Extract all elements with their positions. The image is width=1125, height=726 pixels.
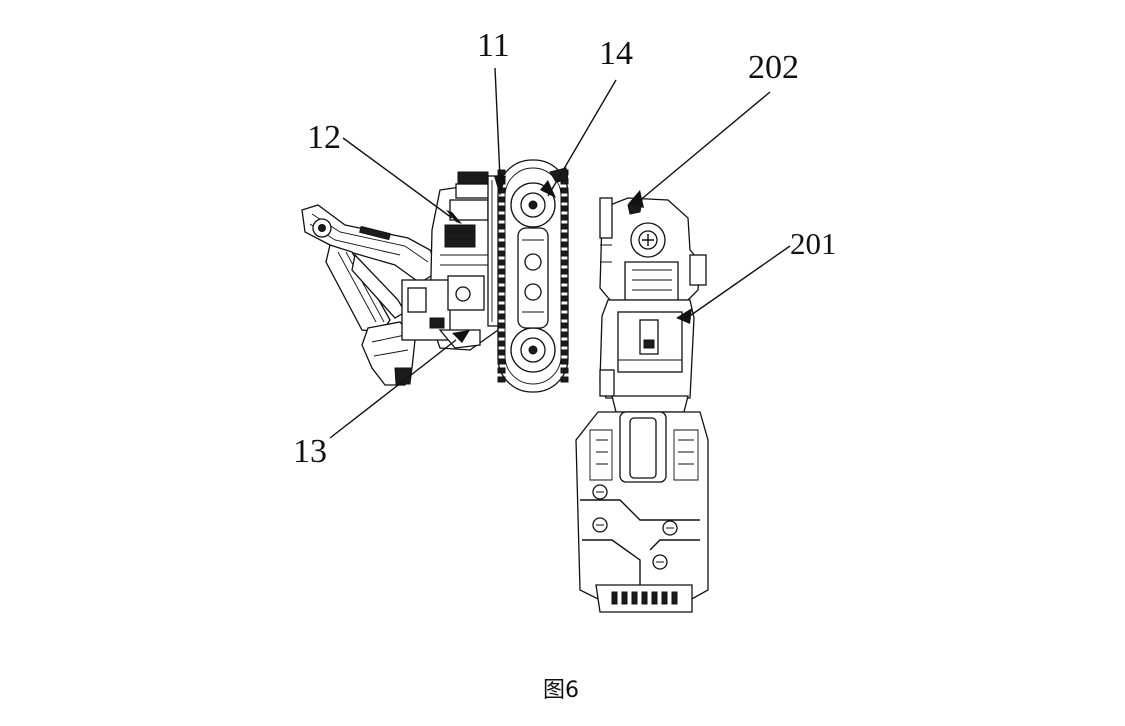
leader-201	[683, 245, 791, 321]
machine-body-assembly	[301, 159, 569, 393]
arrowhead-11	[494, 176, 506, 196]
joint-base-assembly	[575, 197, 709, 613]
upper-head-module	[599, 197, 707, 301]
arrowhead-14	[540, 180, 556, 198]
label-11: 11	[477, 27, 510, 64]
arrowhead-201	[676, 308, 692, 324]
figure-caption: 图6	[543, 678, 579, 703]
label-201: 201	[790, 226, 837, 261]
arrowhead-202	[628, 190, 644, 208]
arrowhead-13	[452, 330, 470, 343]
leader-202	[637, 91, 771, 203]
label-14: 14	[599, 35, 633, 72]
housing	[401, 171, 505, 351]
lower-base	[575, 411, 709, 613]
arrowhead-12	[446, 210, 462, 224]
leader-11	[494, 67, 501, 179]
leader-14	[547, 79, 617, 197]
leader-12	[342, 137, 453, 219]
label-12: 12	[307, 119, 341, 156]
reference-labels: 11 14 202 12 201 13 图6	[293, 27, 837, 703]
boom-arm	[301, 204, 441, 284]
leader-lines	[329, 67, 791, 439]
label-13: 13	[293, 433, 327, 470]
crawler-track	[497, 159, 569, 393]
label-202: 202	[748, 49, 799, 86]
leader-13	[329, 339, 457, 439]
middle-joint-module	[599, 299, 695, 413]
